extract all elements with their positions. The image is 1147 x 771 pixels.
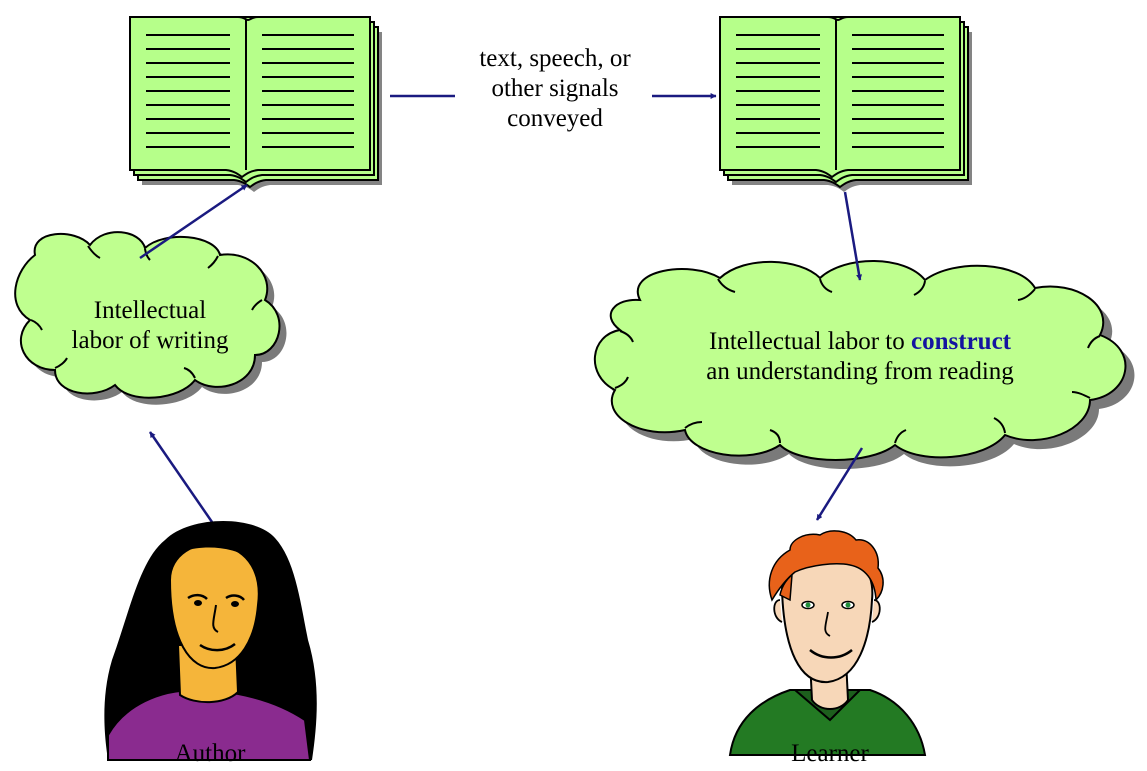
author-cloud-line-1: Intellectual xyxy=(93,297,207,324)
author-cloud-shape xyxy=(14,231,287,405)
construct-emphasis: construct xyxy=(911,328,1011,355)
conveyed-line-3: conveyed xyxy=(507,105,603,132)
learner-cloud-shape xyxy=(593,259,1135,469)
author-portrait-icon xyxy=(104,520,317,761)
learner-cloud-label: Intellectual labor to construct an under… xyxy=(620,327,1100,387)
received-book-icon xyxy=(719,16,972,192)
conveyed-line-2: other signals xyxy=(491,75,619,102)
author-cloud-label: Intellectual labor of writing xyxy=(40,296,260,356)
learner-cloud-line-2: an understanding from reading xyxy=(706,358,1014,385)
learner-cloud-line-1-pre: Intellectual labor to xyxy=(709,328,912,355)
learner-cloud-line-1: Intellectual labor to construct xyxy=(620,327,1100,357)
conveyed-label: text, speech, or other signals conveyed xyxy=(440,44,670,134)
learner-portrait-icon xyxy=(728,530,927,756)
author-cloud-line-2: labor of writing xyxy=(71,327,229,354)
conveyed-line-1: text, speech, or xyxy=(479,45,631,72)
arrow-cloud-to-book xyxy=(139,183,248,260)
learner-label: Learner xyxy=(791,740,869,767)
arrow-cloud-to-learner xyxy=(815,447,864,521)
author-label: Author xyxy=(174,740,246,767)
source-book-icon xyxy=(129,16,382,192)
flow-arrows xyxy=(139,93,864,523)
arrow-book-to-cloud xyxy=(843,191,863,281)
arrow-author-to-cloud xyxy=(148,431,214,523)
